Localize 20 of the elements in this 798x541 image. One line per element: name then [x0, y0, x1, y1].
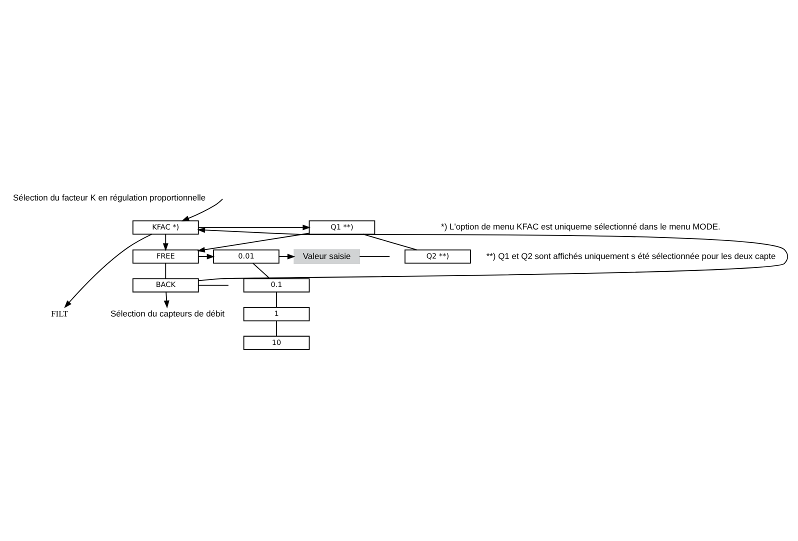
arrow	[163, 292, 169, 308]
label: **) Q1 et Q2 sont affichés uniquement s été sélectionnée pour les deux capte	[486, 250, 776, 261]
node-text: Sélection du capteurs de débit	[110, 308, 224, 318]
arrow	[180, 198, 223, 222]
connector	[164, 262, 166, 280]
arrow	[198, 224, 310, 230]
arrow	[278, 254, 295, 260]
arrow	[196, 232, 310, 252]
node-text: FILT	[50, 308, 68, 318]
arrow	[162, 234, 168, 252]
label: *) L'option de menu KFAC est uniqueme sélectionné dans le menu MODE.	[440, 222, 720, 232]
label: Sélection du facteur K en régulation proportionnelle	[12, 192, 206, 203]
arrow	[196, 227, 788, 282]
connector	[358, 256, 390, 258]
arrow	[64, 234, 152, 308]
connector	[197, 284, 228, 286]
node-box: Valeur saisie	[293, 249, 360, 264]
connector	[362, 234, 417, 250]
arrow	[197, 254, 214, 260]
connector	[252, 262, 270, 280]
